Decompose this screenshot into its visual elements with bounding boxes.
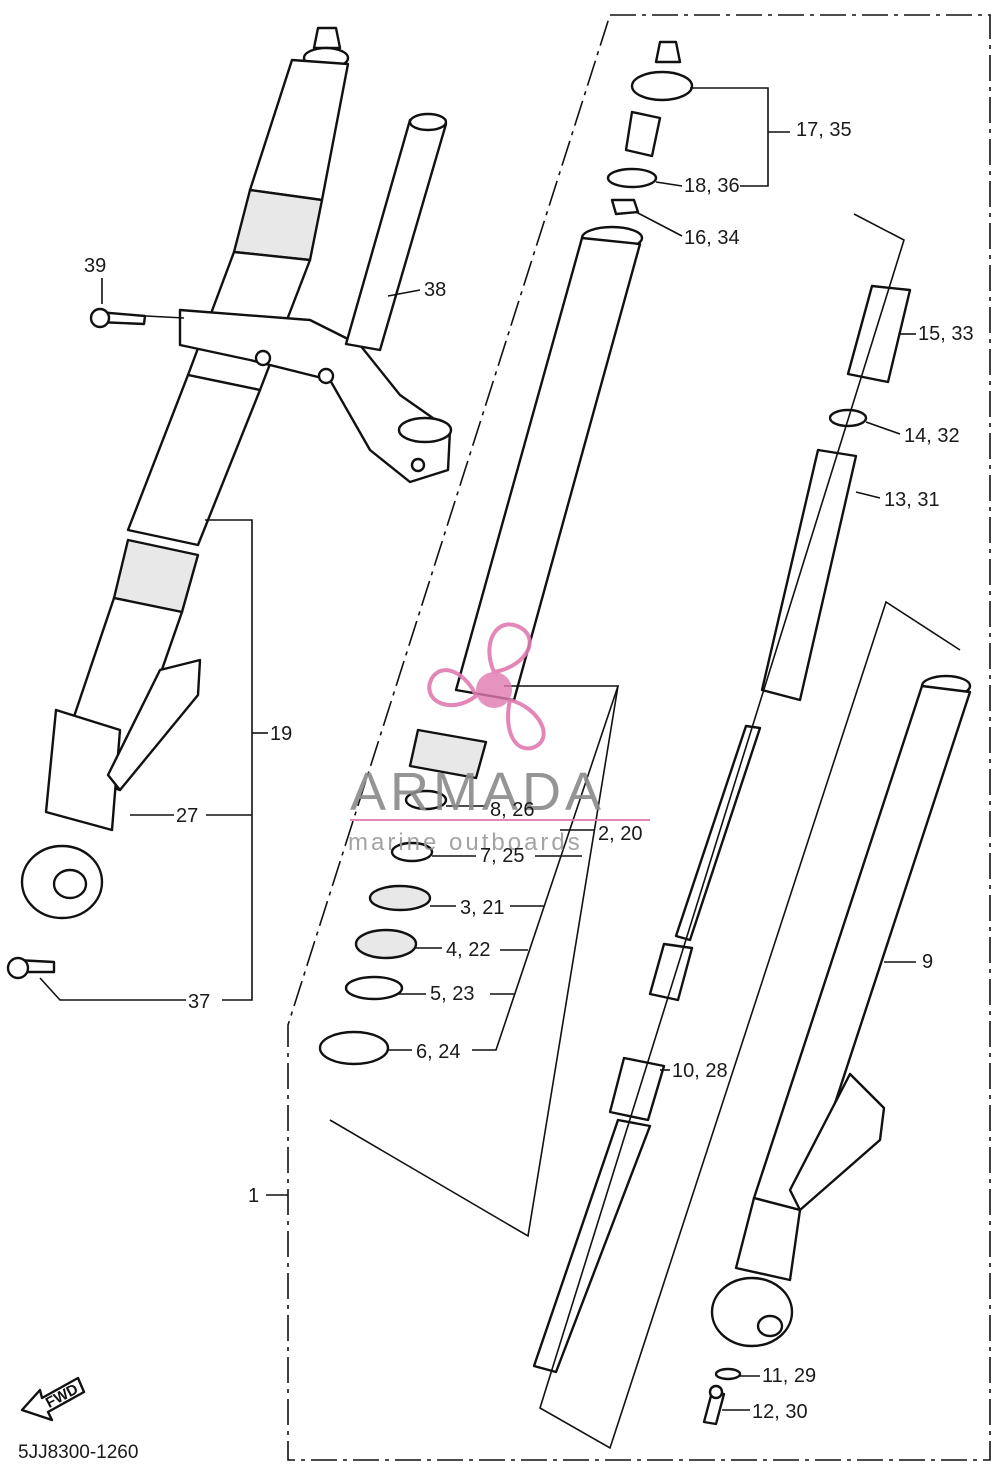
label-16-34: 16, 34 [684,227,740,249]
label-18-36: 18, 36 [684,175,740,197]
watermark-tagline: marine outboards [348,829,583,856]
fwd-arrow-icon: FWD [20,1376,86,1422]
label-5-23: 5, 23 [430,983,474,1005]
exploded-middle-parts [318,40,694,1066]
left-fork-assembly [6,26,453,980]
label-37: 37 [188,991,210,1013]
label-17-35: 17, 35 [796,119,852,141]
label-3-21: 3, 21 [460,897,504,919]
label-11-29: 11, 29 [762,1365,816,1387]
label-9: 9 [922,951,933,973]
label-19: 19 [270,723,292,745]
diagram-code: 5JJ8300-1260 [18,1442,138,1463]
label-7-25: 7, 25 [480,845,524,867]
exploded-right-parts [532,284,972,1426]
leader-lines [39,87,961,1450]
label-8-26: 8, 26 [490,799,534,821]
label-10-28: 10, 28 [672,1060,728,1082]
label-6-24: 6, 24 [416,1041,460,1063]
label-39: 39 [84,255,106,277]
label-2-20: 2, 20 [598,823,642,845]
label-15-33: 15, 33 [918,323,974,345]
watermark: ARMADA marine outboards [348,622,650,856]
label-4-22: 4, 22 [446,939,490,961]
assembly-boundary [287,14,991,1461]
label-14-32: 14, 32 [904,425,960,447]
label-38: 38 [424,279,446,301]
propeller-logo-icon [427,622,546,751]
label-12-30: 12, 30 [752,1401,808,1423]
label-13-31: 13, 31 [884,489,940,511]
label-1: 1 [248,1185,259,1207]
watermark-brand: ARMADA [350,762,605,822]
part-labels: 17, 35 18, 36 16, 34 15, 33 14, 32 13, 3… [84,119,974,1423]
fwd-label: FWD [43,1381,81,1412]
label-27: 27 [176,805,198,827]
